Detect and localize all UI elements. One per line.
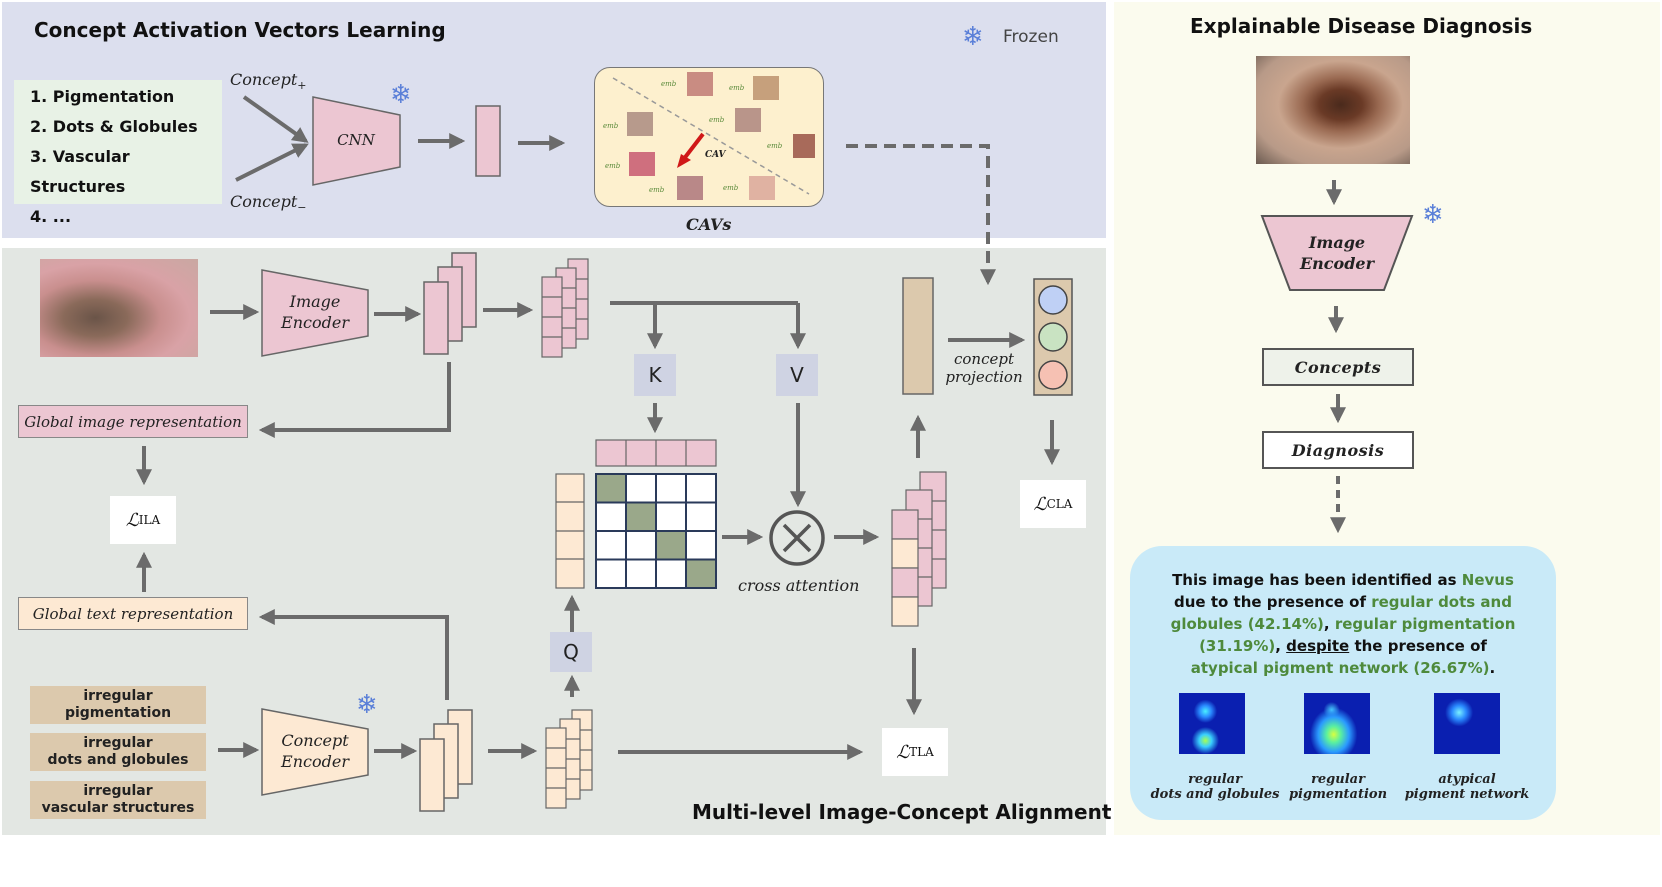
diagnosis-name: Nevus <box>1461 571 1514 589</box>
concept-feature-stack <box>419 709 473 812</box>
text-token-stack <box>545 709 593 809</box>
arrow-to-global-image <box>258 362 451 438</box>
arrow-concept-pos <box>242 95 309 143</box>
concept-score-green <box>1038 322 1068 352</box>
emb-label: emb <box>709 116 725 124</box>
concept-list-item: 3. Vascular Structures <box>30 147 130 196</box>
image-encoder-label: Image Encoder <box>281 292 349 332</box>
emb-label: emb <box>605 162 621 170</box>
heatmap <box>1434 693 1500 754</box>
concept-term: irregular dots and globules <box>30 733 206 771</box>
heatmap <box>1304 693 1370 754</box>
concept-list: 1. Pigmentation 2. Dots & Globules 3. Va… <box>14 80 222 226</box>
heatmap-caption: regular dots and globules <box>1150 772 1280 802</box>
cross-attention-label: cross attention <box>738 576 860 595</box>
concept-encoder-label: Concept Encoder <box>281 731 349 771</box>
concept-score-blue <box>1038 285 1068 315</box>
concept-list-item: 4. ... <box>30 207 72 226</box>
cavs-panel: emb emb emb emb emb emb emb emb CAV <box>594 67 824 207</box>
diagnosis-box: Diagnosis <box>1262 431 1414 469</box>
value-label: V <box>776 354 818 396</box>
cavs-caption: CAVs <box>686 215 732 234</box>
cav-section-title: Concept Activation Vectors Learning <box>34 18 446 42</box>
heatmap <box>1179 693 1245 754</box>
align-section-title: Multi-level Image-Concept Alignment <box>692 800 1112 824</box>
projection-bar <box>902 277 934 395</box>
concept-term: irregular vascular structures <box>30 781 206 819</box>
key-label: K <box>634 354 676 396</box>
explanation-text: This image has been identified as Nevus … <box>1170 571 1516 677</box>
diagnosis-input-image <box>1256 56 1410 164</box>
concept-evidence: regular pigmentation (31.19%) <box>1199 615 1516 655</box>
global-text-representation: Global text representation <box>18 597 248 630</box>
emb-label: emb <box>603 122 619 130</box>
frozen-label: Frozen <box>1003 27 1059 47</box>
snowflake-icon: ❄ <box>962 22 984 52</box>
concept-score-red <box>1038 360 1068 390</box>
concepts-box: Concepts <box>1262 348 1414 386</box>
fused-output-stack <box>891 471 947 627</box>
explanation-bubble <box>1130 546 1556 820</box>
cnn-output-vector <box>475 105 501 177</box>
concept-positive-label: Concept+ <box>230 70 307 93</box>
concept-list-item: 1. Pigmentation <box>30 87 175 106</box>
concept-projection-label: concept projection <box>945 350 1023 386</box>
cnn-shape <box>312 96 401 186</box>
concept-evidence: atypical pigment network (26.67%) <box>1190 659 1490 677</box>
emb-label: emb <box>649 186 665 194</box>
emb-label: emb <box>723 184 739 192</box>
concept-term: irregular pigmentation <box>30 686 206 724</box>
cnn-label: CNN <box>337 131 375 149</box>
global-image-representation: Global image representation <box>18 405 248 438</box>
query-label: Q <box>550 632 592 672</box>
diag-image-encoder-label: Image Encoder <box>1299 233 1375 273</box>
image-token-stack <box>541 258 589 358</box>
key-row <box>595 439 717 467</box>
arrow-concept-neg <box>235 143 309 182</box>
arrow-text-features-to-global-text <box>258 609 449 700</box>
diagnosis-section-title: Explainable Disease Diagnosis <box>1190 14 1533 38</box>
emb-label: emb <box>661 80 677 88</box>
image-encoder-shape <box>261 269 369 357</box>
concept-evidence: regular dots and globules (42.14%) <box>1170 593 1512 633</box>
emb-label: emb <box>729 84 745 92</box>
emb-label: emb <box>767 142 783 150</box>
heatmap-caption: atypical pigment network <box>1404 772 1530 802</box>
snowflake-icon: ❄ <box>356 690 378 720</box>
query-column <box>555 473 585 589</box>
concept-list-item: 2. Dots & Globules <box>30 117 198 136</box>
heatmap-caption: regular pigmentation <box>1288 772 1388 802</box>
snowflake-icon: ❄ <box>390 80 412 110</box>
concept-encoder-shape <box>261 708 369 796</box>
cav-arrow-label: CAV <box>705 150 726 160</box>
dashed-cav-to-projection <box>846 144 996 286</box>
attention-matrix <box>595 473 717 589</box>
input-dermoscopy-image <box>40 259 198 357</box>
snowflake-icon: ❄ <box>1422 200 1444 230</box>
concept-negative-label: Concept− <box>230 192 307 215</box>
cavs-panel-graphics <box>612 72 815 200</box>
image-feature-stack <box>423 252 477 355</box>
diag-image-encoder-shape <box>1260 215 1414 291</box>
cross-attention-symbol <box>769 510 825 566</box>
